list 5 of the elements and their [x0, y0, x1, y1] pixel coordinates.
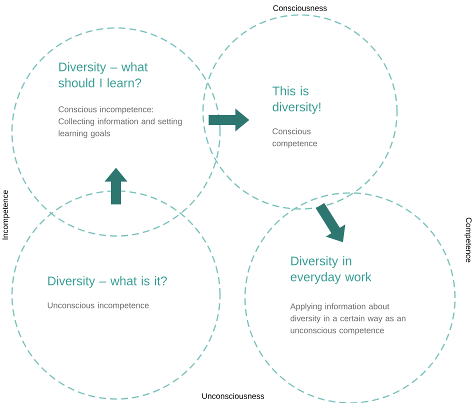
axis-label: Competence [464, 218, 472, 262]
axis-label: Unconsciousness [202, 393, 264, 399]
circle-node: This is diversity! Conscious competence [202, 14, 398, 210]
axis-label: Incompetence [2, 190, 10, 240]
circle-node: Diversity – what should I learn? Conscious incompetence: Collecting information and setting learning goals [11, 27, 221, 237]
